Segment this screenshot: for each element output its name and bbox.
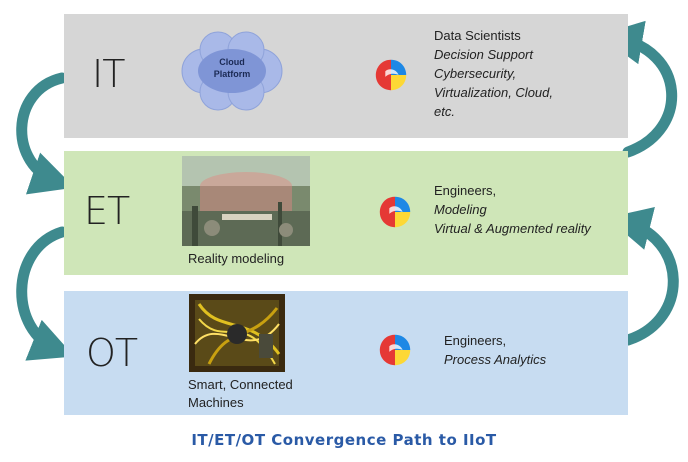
arrow-et-to-it	[598, 20, 678, 158]
arrow-ot-to-et	[606, 207, 679, 346]
it-description: Data Scientists Decision Support Cyberse…	[434, 26, 553, 121]
it-layer: IT Cloud Platform Data Scientists Decisi…	[64, 14, 628, 138]
ot-description: Engineers, Process Analytics	[444, 331, 546, 369]
caption-line: Machines	[188, 395, 244, 410]
multicolor-swirl-icon	[375, 59, 407, 91]
desc-line: etc.	[434, 104, 455, 119]
layer-label: OT	[86, 331, 138, 375]
layer-label: IT	[92, 52, 125, 96]
desc-line: Virtual & Augmented reality	[434, 221, 591, 236]
arrow-et-to-ot	[16, 226, 75, 361]
diagram-title: IT/ET/OT Convergence Path to IIoT	[191, 431, 497, 449]
desc-line: Process Analytics	[444, 352, 547, 367]
desc-line: Virtualization, Cloud,	[434, 85, 553, 100]
et-layer: ET Reality modeling Engineers, Modeling …	[64, 151, 628, 275]
desc-line: Cybersecurity,	[434, 66, 517, 81]
desc-line: Engineers,	[444, 333, 507, 348]
ot-caption: Smart, Connected Machines	[188, 376, 328, 412]
et-description: Engineers, Modeling Virtual & Augmented …	[434, 181, 591, 238]
layer-label: ET	[84, 189, 130, 233]
multicolor-swirl-icon	[379, 196, 411, 228]
cloud-label-line1: Cloud	[219, 57, 245, 67]
cloud-icon: Cloud Platform	[174, 26, 290, 116]
desc-line: Modeling	[434, 202, 487, 217]
cloud-label-line2: Platform	[213, 69, 251, 79]
arrow-it-to-et	[16, 72, 75, 195]
industrial-plant-photo	[182, 156, 310, 246]
machine-cables-photo	[189, 294, 285, 372]
et-caption: Reality modeling	[188, 251, 285, 266]
desc-line: Data Scientists	[434, 28, 521, 43]
desc-line: Engineers,	[434, 183, 497, 198]
multicolor-swirl-icon	[379, 334, 411, 366]
ot-layer: OT Smart, Connected Machines Engineers, …	[64, 291, 628, 415]
desc-line: Decision Support	[434, 47, 533, 62]
caption-line: Smart, Connected	[188, 377, 293, 392]
